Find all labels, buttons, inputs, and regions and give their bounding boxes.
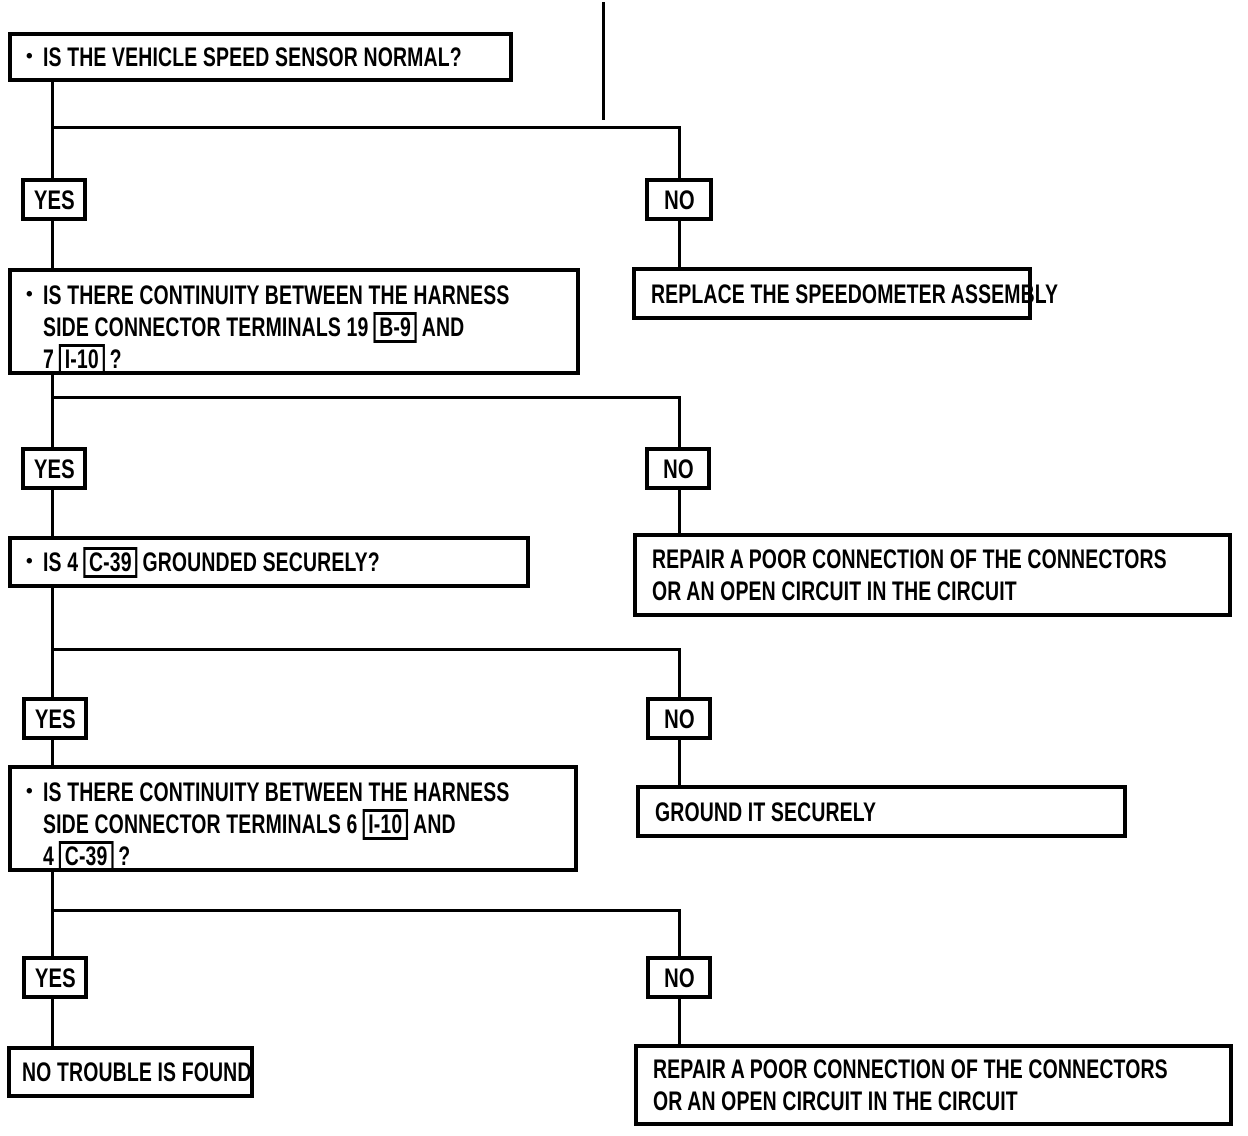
connector-line (51, 909, 681, 912)
decision-text: AND (421, 312, 464, 342)
connector-line (51, 399, 54, 447)
action-repair-poor-connection-2: REPAIR A POOR CONNECTION OF THE CONNECTO… (634, 1044, 1233, 1126)
connector-tag-i10: I-10 (58, 344, 105, 375)
decision-vehicle-speed-sensor: • IS THE VEHICLE SPEED SENSOR NORMAL? (8, 32, 513, 82)
branch-no-1: NO (645, 178, 713, 221)
decision-text: ? (109, 344, 122, 374)
connector-line (678, 648, 681, 697)
connector-line (51, 490, 54, 536)
connector-line (51, 648, 681, 651)
branch-yes-2: YES (21, 447, 87, 490)
bullet-icon: • (26, 284, 33, 305)
connector-line (51, 588, 54, 650)
action-text-line2: OR AN OPEN CIRCUIT IN THE CIRCUIT (652, 576, 1017, 606)
bullet-icon: • (26, 781, 33, 802)
result-text: NO TROUBLE IS FOUND (22, 1057, 252, 1087)
connector-tag-c39: C-39 (58, 841, 113, 872)
branch-no-2: NO (645, 447, 711, 490)
action-replace-speedometer-assembly: REPLACE THE SPEEDOMETER ASSEMBLY (632, 267, 1058, 320)
connector-tag-c39: C-39 (82, 547, 138, 578)
connector-line (678, 126, 681, 178)
connector-line (51, 126, 681, 129)
yes-label: YES (33, 453, 75, 484)
decision-continuity-19-b9-and-7-i10: • IS THERE CONTINUITY BETWEEN THE HARNES… (8, 268, 580, 375)
decision-text-line1: IS THERE CONTINUITY BETWEEN THE HARNESS (42, 777, 510, 807)
connector-line (678, 909, 681, 956)
connector-line (51, 375, 54, 398)
decision-text: IS 4 (42, 547, 78, 577)
connector-tag-b9: B-9 (373, 312, 417, 343)
connector-line (51, 221, 54, 268)
decision-text-line1: IS THERE CONTINUITY BETWEEN THE HARNESS (42, 280, 510, 310)
connector-line (51, 129, 54, 178)
connector-line (51, 912, 54, 956)
branch-yes-4: YES (22, 956, 88, 999)
action-text-line1: REPAIR A POOR CONNECTION OF THE CONNECTO… (653, 1054, 1168, 1084)
action-text: REPLACE THE SPEEDOMETER ASSEMBLY (651, 278, 1059, 309)
yes-label: YES (33, 184, 75, 215)
connector-line (678, 221, 681, 268)
action-repair-poor-connection-1: REPAIR A POOR CONNECTION OF THE CONNECTO… (633, 533, 1232, 617)
branch-yes-3: YES (22, 697, 88, 740)
connector-line (51, 651, 54, 697)
page-edge-line (602, 2, 605, 120)
connector-line (678, 999, 681, 1044)
yes-label: YES (34, 962, 76, 993)
no-label: NO (663, 962, 695, 993)
connector-line (678, 396, 681, 447)
connector-line (678, 740, 681, 785)
decision-text: SIDE CONNECTOR TERMINALS 19 (42, 312, 369, 342)
connector-line (51, 740, 54, 765)
action-text: GROUND IT SECURELY (655, 796, 877, 827)
result-no-trouble-found: NO TROUBLE IS FOUND (7, 1046, 254, 1098)
branch-no-3: NO (646, 697, 712, 740)
connector-line (51, 82, 54, 129)
no-label: NO (663, 184, 695, 215)
connector-line (51, 999, 54, 1046)
no-label: NO (663, 703, 695, 734)
decision-text: IS THE VEHICLE SPEED SENSOR NORMAL? (42, 42, 462, 72)
action-ground-it-securely: GROUND IT SECURELY (636, 785, 1127, 838)
yes-label: YES (34, 703, 76, 734)
no-label: NO (662, 453, 694, 484)
connector-line (51, 872, 54, 910)
connector-tag-i10: I-10 (362, 809, 408, 840)
decision-text: 4 (42, 841, 54, 871)
bullet-icon: • (26, 551, 33, 572)
decision-text: SIDE CONNECTOR TERMINALS 6 (42, 809, 358, 839)
decision-text: AND (412, 809, 456, 839)
action-text-line1: REPAIR A POOR CONNECTION OF THE CONNECTO… (652, 544, 1167, 574)
branch-yes-1: YES (21, 178, 87, 221)
action-text-line2: OR AN OPEN CIRCUIT IN THE CIRCUIT (653, 1086, 1018, 1116)
bullet-icon: • (26, 46, 33, 67)
decision-text: 7 (42, 344, 54, 374)
branch-no-4: NO (646, 956, 712, 999)
decision-text: GROUNDED SECURELY? (142, 547, 380, 577)
decision-text: ? (117, 841, 130, 871)
connector-line (678, 490, 681, 533)
decision-continuity-6-i10-and-4-c39: • IS THERE CONTINUITY BETWEEN THE HARNES… (8, 765, 578, 872)
connector-line (51, 396, 681, 399)
